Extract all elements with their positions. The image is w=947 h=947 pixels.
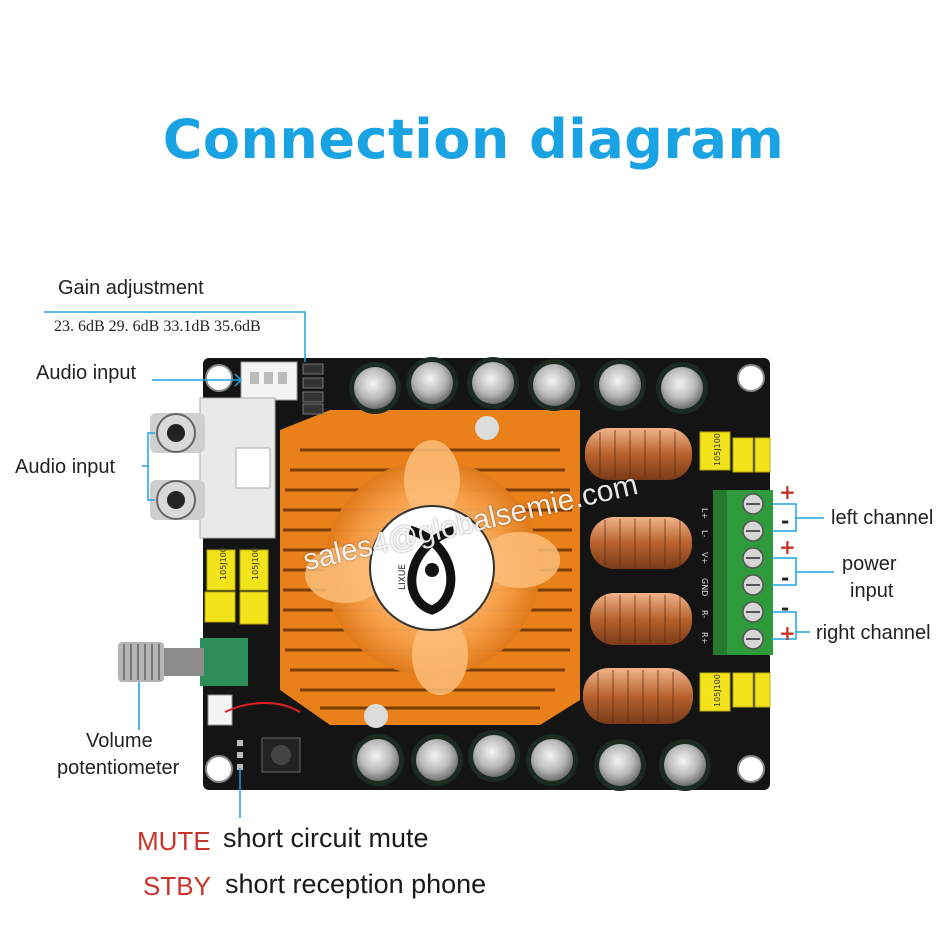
inductors — [583, 428, 693, 724]
terminal-sign-2: - — [781, 509, 790, 533]
svg-text:L-: L- — [700, 530, 709, 537]
svg-text:105J100: 105J100 — [713, 674, 722, 707]
legend-stby-text: short reception phone — [225, 869, 487, 899]
svg-text:R+: R+ — [700, 632, 709, 644]
svg-text:GND: GND — [700, 578, 709, 596]
lower-capacitors — [352, 730, 711, 791]
potentiometer-label: potentiometer — [57, 757, 180, 779]
film-capacitor-labels: 105J100 105J100 105J100 105J100 — [219, 433, 722, 707]
leader-lines — [44, 311, 834, 818]
audio-input-rca-label: Audio input — [15, 456, 116, 478]
legend-mute-text: short circuit mute — [223, 823, 429, 853]
legend-mute-key: MUTE — [137, 826, 211, 856]
fan-logo-text: LIXUE — [398, 564, 408, 590]
svg-text:105J100: 105J100 — [251, 547, 260, 580]
film-capacitors — [204, 431, 771, 712]
left-channel-label: left channel — [831, 507, 934, 529]
diagram-title: Connection diagram — [162, 108, 785, 171]
power-label: power — [842, 553, 897, 575]
svg-text:L+: L+ — [700, 508, 709, 519]
svg-text:105J100: 105J100 — [219, 547, 228, 580]
mute-standby-connector — [207, 694, 301, 773]
legend-stby-key: STBY — [143, 871, 211, 901]
terminal-sign-5: - — [781, 596, 790, 620]
svg-text:105J100: 105J100 — [713, 433, 722, 466]
terminal-sign-1: + — [779, 480, 796, 504]
right-channel-label: right channel — [816, 622, 931, 644]
rca-jacks — [150, 397, 276, 539]
volume-label: Volume — [86, 730, 153, 752]
input-label: input — [850, 580, 894, 602]
terminal-sign-4: - — [781, 566, 790, 590]
terminal-sign-3: + — [779, 535, 796, 559]
svg-text:R-: R- — [700, 610, 709, 618]
volume-potentiometer — [118, 638, 248, 686]
terminal-sign-6: + — [779, 621, 796, 645]
svg-text:V+: V+ — [700, 552, 709, 564]
gain-jumper — [302, 363, 324, 415]
terminal-block: L+ L- V+ GND R- R+ — [700, 490, 773, 655]
upper-capacitors — [349, 357, 708, 414]
heatsink: LIXUE — [280, 410, 580, 728]
audio-input-header — [240, 361, 298, 401]
gain-adjustment-label: Gain adjustment — [58, 277, 204, 299]
gain-values: 23. 6dB 29. 6dB 33.1dB 35.6dB — [54, 318, 261, 335]
audio-input-header-label: Audio input — [36, 362, 137, 384]
